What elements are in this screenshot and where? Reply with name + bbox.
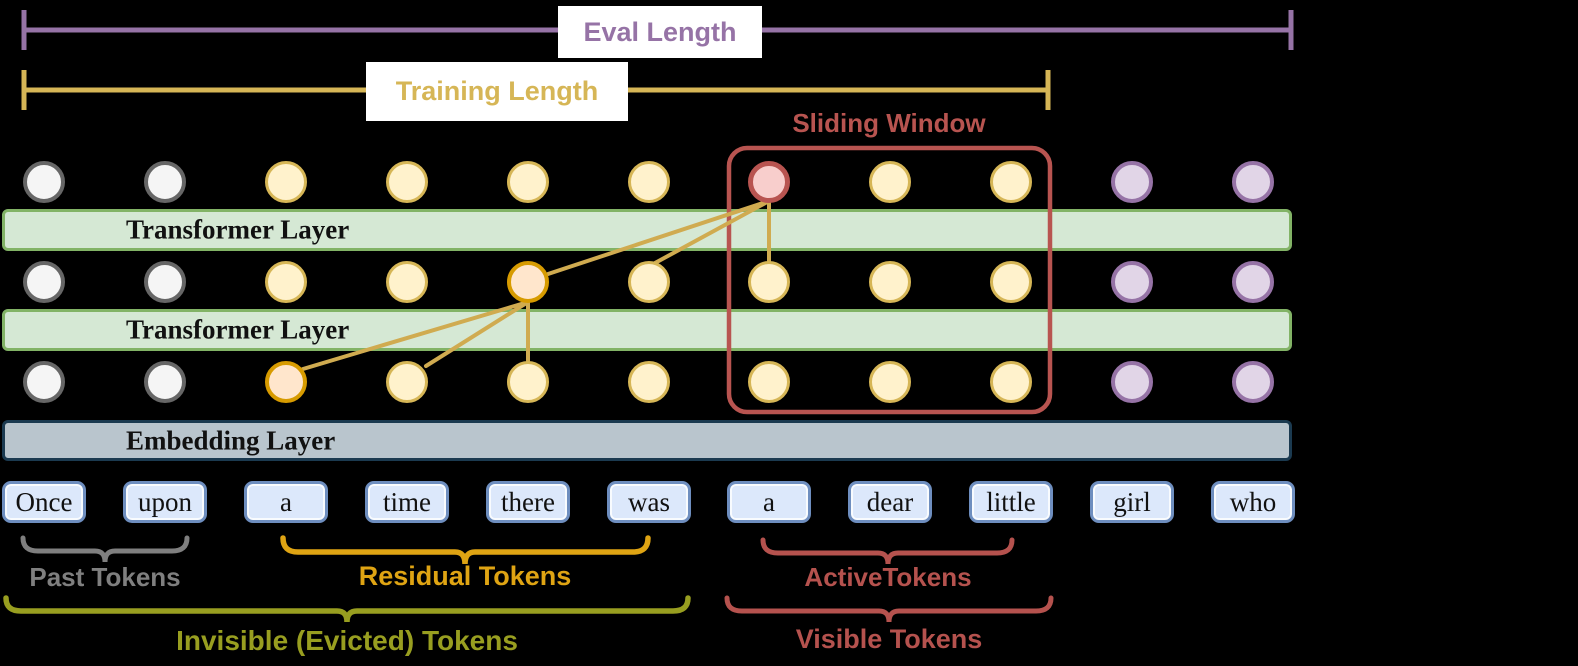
token-box-2: upon bbox=[123, 481, 207, 523]
node-row3-col11-purple bbox=[1232, 361, 1274, 403]
token-box-9: little bbox=[969, 481, 1053, 523]
token-box-7: a bbox=[727, 481, 811, 523]
active-tokens-label: ActiveTokens bbox=[804, 562, 972, 592]
past-tokens-label: Past Tokens bbox=[29, 562, 181, 592]
node-row2-col6-yellow bbox=[628, 261, 670, 303]
token-box-1: Once bbox=[2, 481, 86, 523]
invisible-tokens-brace bbox=[3, 595, 691, 623]
node-row2-col1-gray bbox=[23, 261, 65, 303]
node-row2-col5-orange bbox=[507, 261, 549, 303]
sliding-window-label: Sliding Window bbox=[792, 108, 986, 138]
node-row3-col6-yellow bbox=[628, 361, 670, 403]
token-box-6: was bbox=[607, 481, 691, 523]
node-row3-col10-purple bbox=[1111, 361, 1153, 403]
token-box-11: who bbox=[1211, 481, 1295, 523]
past-tokens-brace bbox=[20, 535, 190, 563]
node-row1-col8-yellow bbox=[869, 161, 911, 203]
node-row3-col7-yellow bbox=[748, 361, 790, 403]
eval-length-text: Eval Length bbox=[583, 16, 737, 47]
node-row2-col2-gray bbox=[144, 261, 186, 303]
training-length-label: Training Length bbox=[366, 62, 628, 121]
visible-tokens-brace bbox=[724, 595, 1054, 623]
visible-tokens-label: Visible Tokens bbox=[795, 624, 983, 654]
node-row1-col5-yellow bbox=[507, 161, 549, 203]
transformer-layer-1-bar: Transformer Layer bbox=[2, 209, 1292, 251]
eval-length-label: Eval Length bbox=[558, 6, 762, 58]
invisible-evicted-tokens-label: Invisible (Evicted) Tokens bbox=[176, 625, 518, 656]
transformer-layer-2-label: Transformer Layer bbox=[126, 314, 350, 345]
node-row1-col10-purple bbox=[1111, 161, 1153, 203]
token-box-4: time bbox=[365, 481, 449, 523]
active-tokens-brace bbox=[760, 537, 1015, 565]
residual-tokens-label: Residual Tokens bbox=[358, 561, 572, 591]
node-row2-col4-yellow bbox=[386, 261, 428, 303]
node-row1-col1-gray bbox=[23, 161, 65, 203]
training-length-text: Training Length bbox=[395, 76, 599, 106]
token-box-3: a bbox=[244, 481, 328, 523]
node-row3-col4-yellow bbox=[386, 361, 428, 403]
node-row1-col2-gray bbox=[144, 161, 186, 203]
transformer-layer-1-label: Transformer Layer bbox=[126, 214, 350, 245]
node-row1-col7-pink bbox=[748, 161, 790, 203]
node-row1-col11-purple bbox=[1232, 161, 1274, 203]
node-row2-col9-yellow bbox=[990, 261, 1032, 303]
node-row2-col7-yellow bbox=[748, 261, 790, 303]
node-row2-col3-yellow bbox=[265, 261, 307, 303]
token-box-8: dear bbox=[848, 481, 932, 523]
node-row1-col9-yellow bbox=[990, 161, 1032, 203]
node-row3-col2-gray bbox=[144, 361, 186, 403]
node-row1-col3-yellow bbox=[265, 161, 307, 203]
node-row3-col1-gray bbox=[23, 361, 65, 403]
node-row3-col8-yellow bbox=[869, 361, 911, 403]
embedding-layer-label: Embedding Layer bbox=[126, 425, 336, 455]
node-row1-col6-yellow bbox=[628, 161, 670, 203]
node-row3-col5-yellow bbox=[507, 361, 549, 403]
node-row3-col3-orange bbox=[265, 361, 307, 403]
node-row2-col8-yellow bbox=[869, 261, 911, 303]
node-row2-col10-purple bbox=[1111, 261, 1153, 303]
node-row1-col4-yellow bbox=[386, 161, 428, 203]
transformer-layer-2-bar: Transformer Layer bbox=[2, 309, 1292, 351]
node-row3-col9-yellow bbox=[990, 361, 1032, 403]
token-box-10: girl bbox=[1090, 481, 1174, 523]
token-box-5: there bbox=[486, 481, 570, 523]
embedding-layer-bar: Embedding Layer bbox=[2, 420, 1292, 461]
node-row2-col11-purple bbox=[1232, 261, 1274, 303]
